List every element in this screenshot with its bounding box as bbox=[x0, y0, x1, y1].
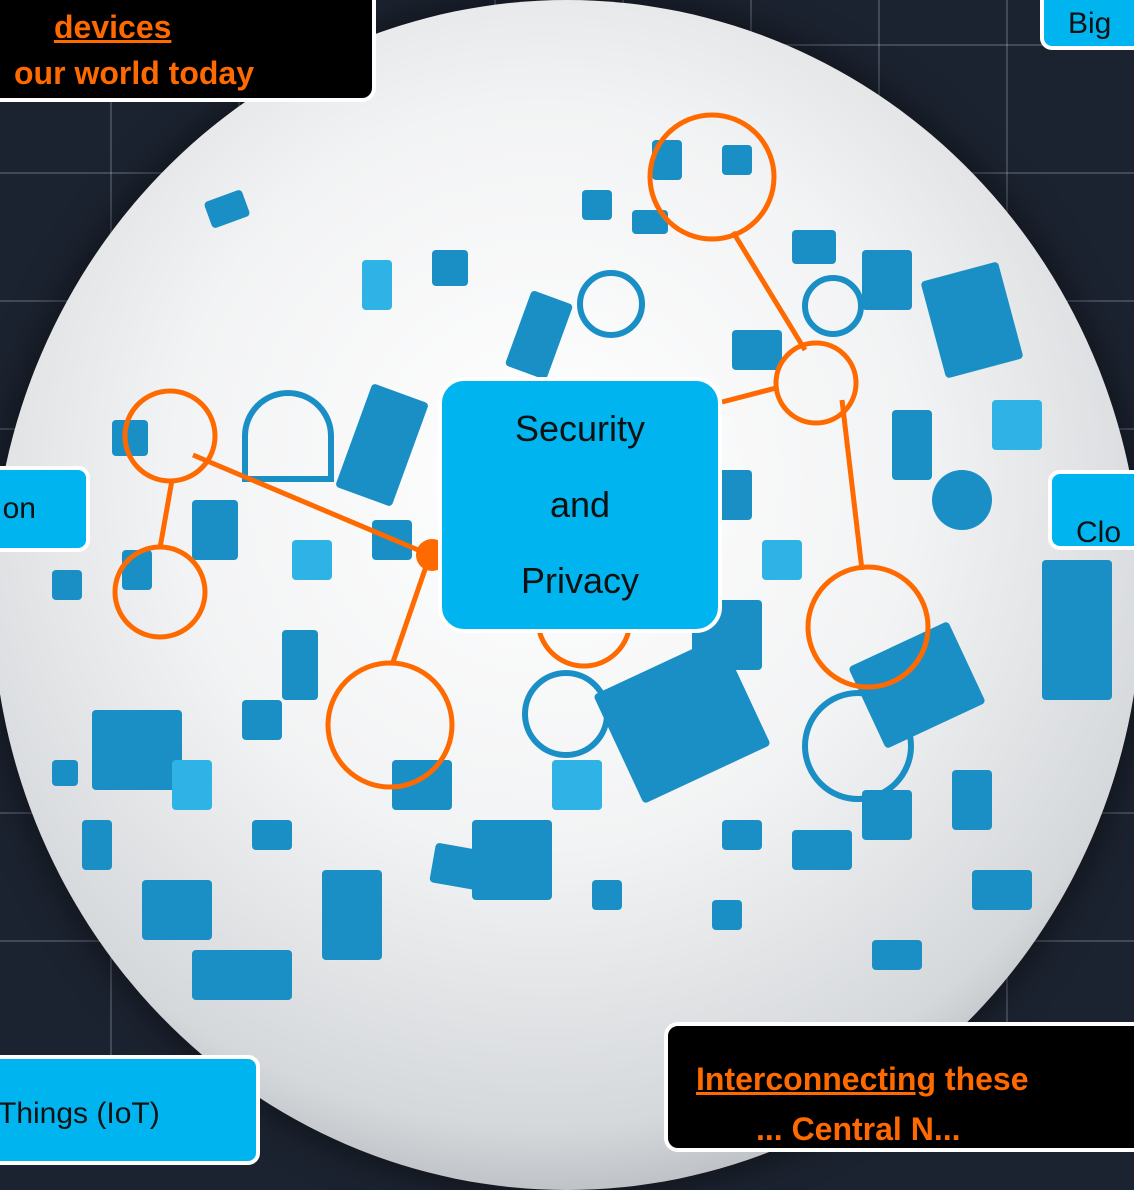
highlight-circle bbox=[112, 544, 208, 640]
banner-line-2: our world today bbox=[14, 55, 254, 91]
cloud-label: Clo bbox=[1076, 516, 1122, 549]
big-data-box: Big bbox=[1040, 0, 1134, 50]
left-topic-label: on bbox=[2, 492, 36, 525]
cloud-box: Clo bbox=[1048, 470, 1134, 550]
connector-line bbox=[192, 452, 431, 558]
left-topic-box: on bbox=[0, 466, 90, 552]
highlight-circle bbox=[647, 112, 777, 242]
top-left-banner: devices our world today bbox=[0, 0, 376, 102]
highlight-circle bbox=[122, 388, 218, 484]
highlight-circle bbox=[325, 660, 455, 790]
connection-overlay bbox=[112, 112, 931, 790]
center-line-3: Privacy bbox=[520, 560, 640, 601]
center-line-2: and bbox=[549, 484, 611, 525]
iot-box: Things (IoT) bbox=[0, 1055, 260, 1165]
connector-line bbox=[839, 399, 865, 571]
connector-line bbox=[721, 385, 777, 405]
center-line-1: Security bbox=[514, 408, 646, 449]
banner-line-1: devices bbox=[54, 9, 172, 45]
connector-line bbox=[389, 554, 433, 666]
iot-label: Things (IoT) bbox=[0, 1097, 160, 1130]
bottom-banner-line-2: ... Central N... bbox=[756, 1111, 961, 1147]
interconnecting-word: Interconnecting bbox=[696, 1061, 937, 1097]
connector-line bbox=[730, 230, 808, 352]
these-word: these bbox=[936, 1061, 1029, 1097]
big-data-label: Big bbox=[1068, 7, 1112, 40]
bottom-banner-line-1: Interconnecting these bbox=[696, 1054, 1134, 1104]
highlight-circle bbox=[773, 340, 859, 426]
security-privacy-box: Security and Privacy bbox=[438, 377, 722, 633]
bottom-right-banner: Interconnecting these ... Central N... bbox=[664, 1022, 1134, 1152]
highlight-circle bbox=[805, 564, 931, 690]
connector-line bbox=[157, 479, 175, 549]
